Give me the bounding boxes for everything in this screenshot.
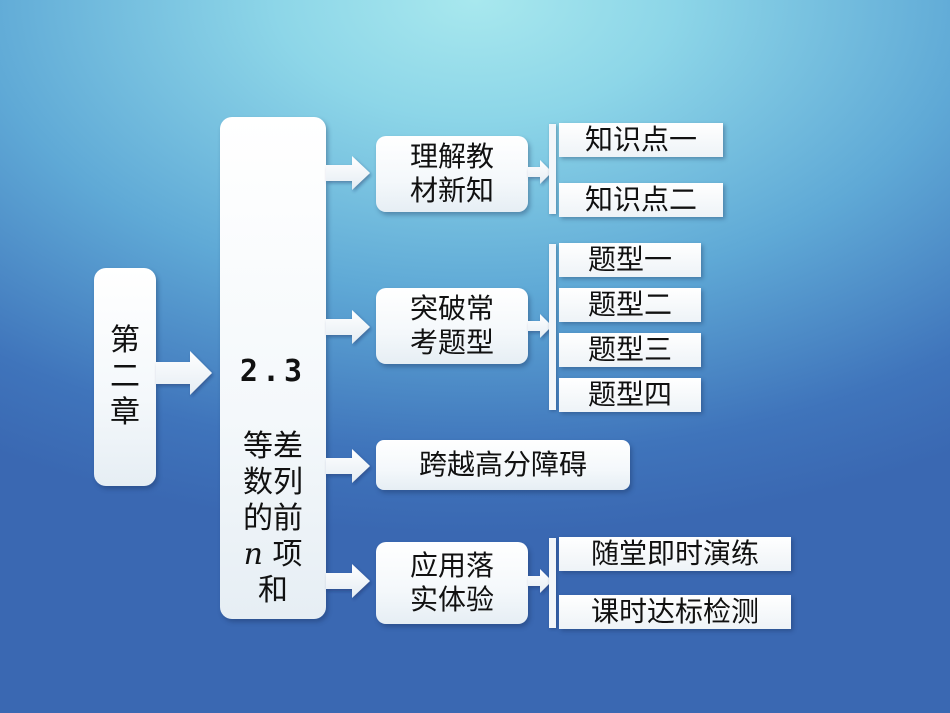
leaf-knowledge-point-1[interactable]: 知识点一: [559, 123, 723, 157]
arrow-icon: [326, 564, 370, 598]
leaf-in-class-practice[interactable]: 随堂即时演练: [559, 537, 791, 571]
category-line: 材新知: [409, 174, 494, 207]
chapter-char-2: 二: [110, 359, 140, 394]
category-box-breakthrough[interactable]: 突破常 考题型: [376, 288, 528, 364]
chapter-char-1: 第: [110, 323, 140, 358]
section-title-line-3: 的前: [243, 501, 303, 536]
category-line: 应用落: [409, 549, 494, 583]
category-line: 突破常: [409, 292, 494, 326]
section-title-line-2: 数列: [243, 465, 303, 500]
leaf-question-type-4[interactable]: 题型四: [559, 378, 701, 412]
section-title-line-1: 等差: [243, 429, 303, 464]
arrow-icon: [528, 314, 552, 338]
leaf-after-class-test[interactable]: 课时达标检测: [559, 595, 791, 629]
bracket-line: [549, 244, 556, 410]
arrow-icon: [326, 156, 370, 190]
section-title: 等差 数列 的前 n 项 和: [220, 429, 326, 609]
arrow-icon: [156, 351, 212, 395]
arrow-icon: [326, 310, 370, 344]
section-number: 2.3: [239, 354, 307, 389]
leaf-question-type-2[interactable]: 题型二: [559, 288, 701, 322]
category-line: 考题型: [409, 326, 494, 359]
category-box-application[interactable]: 应用落 实体验: [376, 542, 528, 624]
arrow-icon: [326, 449, 370, 483]
section-title-n-suffix: 项: [272, 537, 303, 572]
n-symbol: n: [243, 537, 263, 572]
category-box-high-score[interactable]: 跨越高分障碍: [376, 440, 630, 490]
leaf-question-type-1[interactable]: 题型一: [559, 243, 701, 277]
chapter-char-3: 章: [110, 395, 140, 430]
leaf-question-type-3[interactable]: 题型三: [559, 333, 701, 367]
category-box-understand[interactable]: 理解教 材新知: [376, 136, 528, 212]
category-line: 跨越高分障碍: [418, 448, 587, 481]
chapter-box[interactable]: 第 二 章: [94, 268, 156, 486]
section-box[interactable]: 2.3 等差 数列 的前 n 项 和: [220, 117, 326, 619]
section-title-line-5: 和: [258, 573, 288, 608]
section-title-line-4: n 项: [244, 537, 303, 573]
arrow-icon: [528, 160, 552, 184]
category-line: 理解教: [409, 140, 494, 174]
leaf-knowledge-point-2[interactable]: 知识点二: [559, 183, 723, 217]
arrow-icon: [528, 569, 552, 593]
bracket-line: [549, 538, 556, 628]
category-line: 实体验: [409, 583, 494, 616]
bracket-line: [549, 124, 556, 214]
